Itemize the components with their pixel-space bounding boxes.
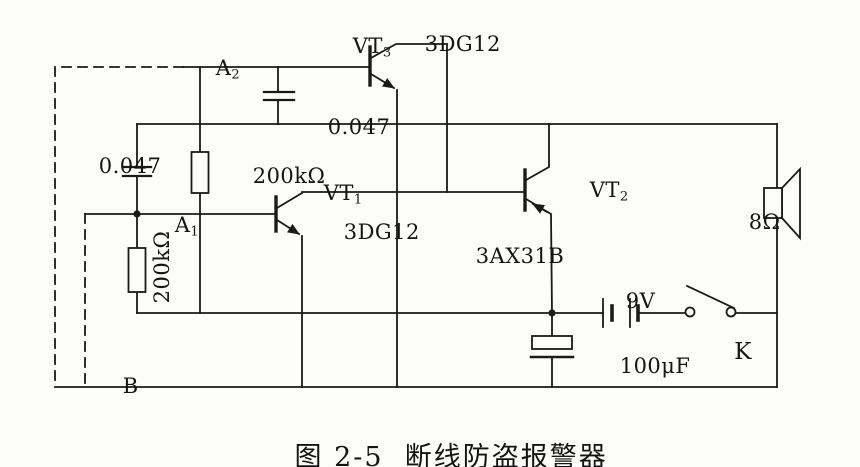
transistor-vt3 bbox=[368, 43, 448, 193]
vt2-emitter-arrow bbox=[531, 202, 549, 214]
vt2-model-text: 3AX31B bbox=[475, 244, 565, 269]
terminal-b-text: B bbox=[122, 374, 139, 399]
label-vt2-model: 3AX31B bbox=[447, 223, 564, 289]
label-resistor-lower-value: 200kΩ bbox=[129, 231, 195, 332]
switch-blade bbox=[685, 284, 736, 310]
wires bbox=[54, 66, 778, 388]
terminal-a1-subscript: 1 bbox=[190, 224, 199, 240]
vt3-name-text: VT bbox=[352, 34, 383, 59]
vt3-name-subscript: 3 bbox=[382, 45, 392, 61]
vt1-emitter-lead bbox=[275, 218, 301, 236]
vt3-collector-lead bbox=[369, 43, 448, 193]
junction-dot-a1 bbox=[133, 210, 141, 218]
label-terminal-b: B bbox=[94, 353, 139, 419]
resistor-lower-200k bbox=[127, 247, 147, 293]
terminal-a2-text: A bbox=[215, 56, 232, 81]
cap-top-value-text: 0.047 bbox=[327, 115, 391, 140]
label-terminal-a2: A2 bbox=[187, 35, 240, 101]
vt2-emitter-vertical bbox=[550, 214, 553, 314]
battery-value-text: 9V bbox=[625, 289, 656, 314]
speaker-8ohm bbox=[763, 166, 801, 241]
battery-9v bbox=[602, 298, 640, 328]
label-vt3: VT3 bbox=[324, 13, 391, 79]
resistor-upper-body bbox=[190, 151, 210, 194]
vt3-model-text: 3DG12 bbox=[424, 32, 501, 57]
cap-electrolytic-value-text: 100μF bbox=[619, 354, 691, 379]
junction-dot-battery-node bbox=[548, 309, 556, 317]
switch-contact-left bbox=[684, 306, 696, 318]
vt3-emitter-lead bbox=[369, 72, 396, 90]
speaker-body bbox=[763, 187, 783, 219]
guard-loop-dashed-wires bbox=[54, 66, 184, 388]
terminal-a1-text: A bbox=[174, 213, 191, 238]
cap-electrolytic-positive-plate bbox=[531, 335, 573, 350]
capacitor-left-0047 bbox=[121, 165, 153, 178]
resistor-lower-body bbox=[127, 247, 147, 293]
label-speaker-value: 8Ω bbox=[720, 189, 780, 255]
vt2-name-subscript: 2 bbox=[619, 189, 629, 205]
switch-label-text: K bbox=[734, 339, 752, 366]
vt1-model-text: 3DG12 bbox=[343, 220, 420, 245]
speaker-value-text: 8Ω bbox=[748, 210, 781, 235]
figure-caption: 图 2-5 断线防盗报警器 bbox=[0, 404, 860, 467]
capacitor-electrolytic-100uf bbox=[529, 335, 575, 359]
cap-left-value-text: 0.047 bbox=[98, 154, 162, 179]
speaker-horn bbox=[781, 166, 801, 241]
vt2-collector-lead bbox=[524, 123, 550, 182]
junction-dots bbox=[133, 210, 556, 317]
resistor-upper-200k bbox=[190, 151, 210, 194]
label-vt3-model: 3DG12 bbox=[396, 11, 501, 77]
transistor-vt2 bbox=[523, 123, 553, 216]
label-switch-k: K bbox=[703, 316, 752, 388]
figure-caption-text: 图 2-5 断线防盗报警器 bbox=[294, 442, 608, 467]
label-battery-value: 9V bbox=[597, 268, 655, 334]
label-terminal-a1: A1 bbox=[146, 192, 199, 258]
label-resistor-upper-value: 200kΩ bbox=[224, 143, 325, 209]
terminal-a2-subscript: 2 bbox=[231, 67, 240, 83]
guard-wire-a2-segment bbox=[54, 66, 184, 388]
vt1-name-subscript: 1 bbox=[353, 192, 363, 208]
capacitor-top-0047 bbox=[262, 90, 296, 102]
label-cap-left-value: 0.047 bbox=[70, 133, 161, 199]
transistor-vt1 bbox=[274, 191, 304, 236]
label-vt1-model: 3DG12 bbox=[315, 199, 420, 265]
vt1-collector-lead bbox=[275, 191, 304, 210]
label-vt2: VT2 bbox=[561, 157, 628, 223]
vt1-name-text: VT bbox=[323, 181, 354, 206]
resistor-lower-value-text: 200kΩ bbox=[149, 230, 174, 304]
vt2-name-text: VT bbox=[589, 178, 620, 203]
label-vt1: VT1 bbox=[295, 160, 362, 226]
resistor-upper-value-text: 200kΩ bbox=[252, 164, 326, 189]
label-cap-electrolytic-value: 100μF bbox=[591, 333, 691, 399]
switch-k bbox=[684, 284, 737, 318]
label-cap-top-value: 0.047 bbox=[299, 94, 390, 160]
